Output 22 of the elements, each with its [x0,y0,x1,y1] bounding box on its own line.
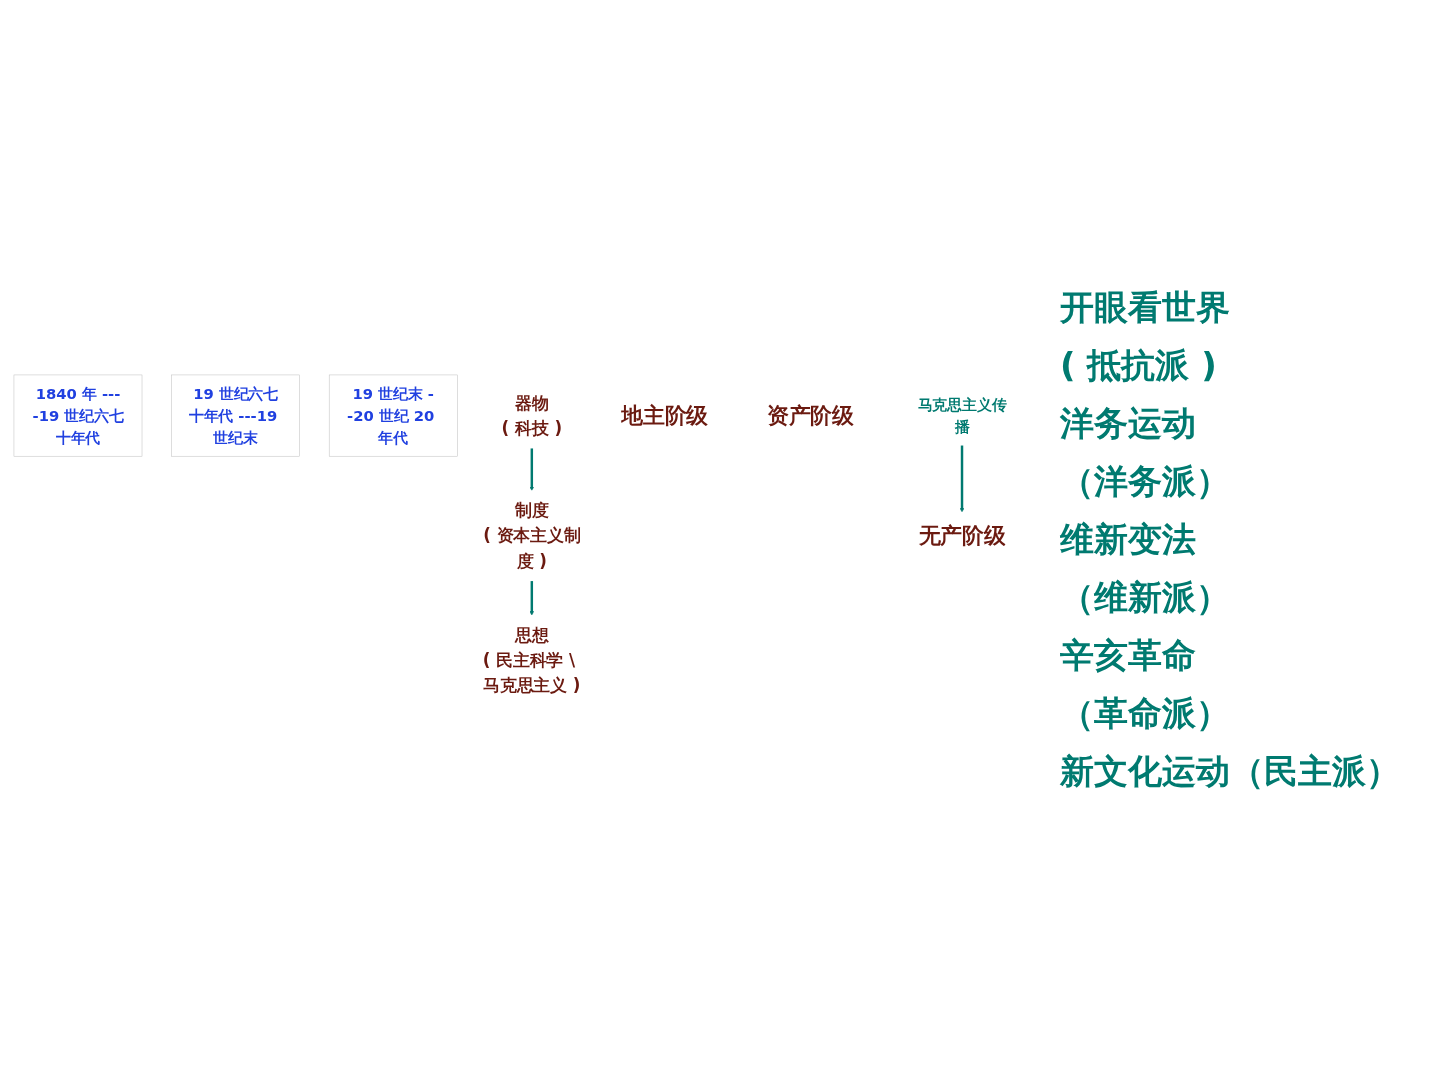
arrow [529,580,534,616]
note-text: 维新变法 [1060,518,1197,561]
node-text: 无产阶级 [918,522,1006,548]
arrow [959,444,965,513]
node-box: 19 世纪末 --20 世纪 20 年代 [328,374,458,457]
node-text: 器物 ( 科技 ) [501,392,563,438]
note-text: 新文化运动（民主派） [1060,750,1401,793]
node-text: 马克思主义传播 [917,395,1007,436]
note-text: 辛亥革命 [1060,634,1197,677]
node-text: 思想 ( 民主科学 \ 马克思主义 ) [482,624,581,695]
node-box: 19 世纪六七十年代 ---19 世纪末 [171,374,300,457]
note-text: （革命派） [1060,692,1231,735]
node-text: 制度 ( 资本主义制度 ) [483,500,581,571]
note-text: 洋务运动 [1060,402,1197,445]
node-box: 1840 年 ----19 世纪六七十年代 [13,374,143,457]
arrow [529,447,534,491]
note-text: ( 抵抗派 ) [1060,344,1218,387]
node-text: 资产阶级 [766,402,854,428]
note-text: （洋务派） [1060,460,1231,503]
node-text: 地主阶级 [621,402,708,428]
note-text: 开眼看世界 [1060,286,1231,329]
note-text: （维新派） [1060,576,1231,619]
